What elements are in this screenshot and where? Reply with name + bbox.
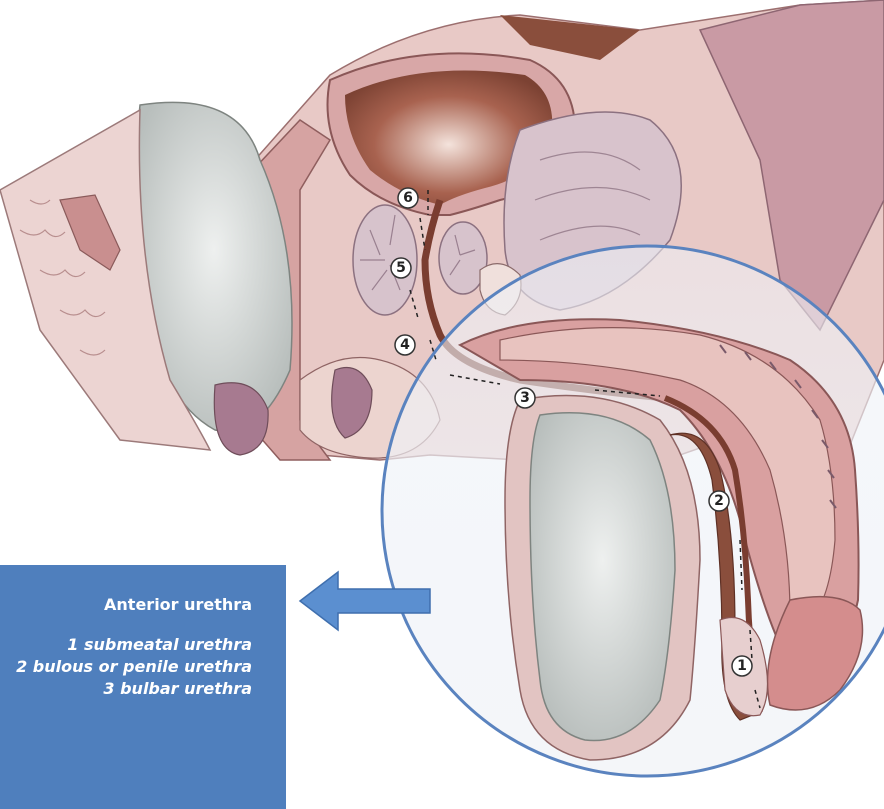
marker-5: 5 [391,258,411,278]
svg-text:5: 5 [396,260,406,276]
testis [530,413,675,741]
marker-2: 2 [709,491,729,511]
svg-text:1: 1 [737,658,747,674]
caption-box: Anterior urethra 1 submeatal urethra 2 b… [0,565,286,809]
svg-text:3: 3 [520,390,530,406]
svg-text:6: 6 [403,190,413,206]
svg-text:4: 4 [400,337,410,353]
svg-text:2: 2 [714,493,724,509]
caption-line-penile: 2 bulous or penile urethra [0,656,252,678]
caption-line-submeatal: 1 submeatal urethra [0,634,252,656]
caption-line-bulbar: 3 bulbar urethra [0,678,252,700]
marker-6: 6 [398,188,418,208]
caption-title: Anterior urethra [0,595,252,614]
marker-4: 4 [395,335,415,355]
marker-1: 1 [732,656,752,676]
marker-3: 3 [515,388,535,408]
